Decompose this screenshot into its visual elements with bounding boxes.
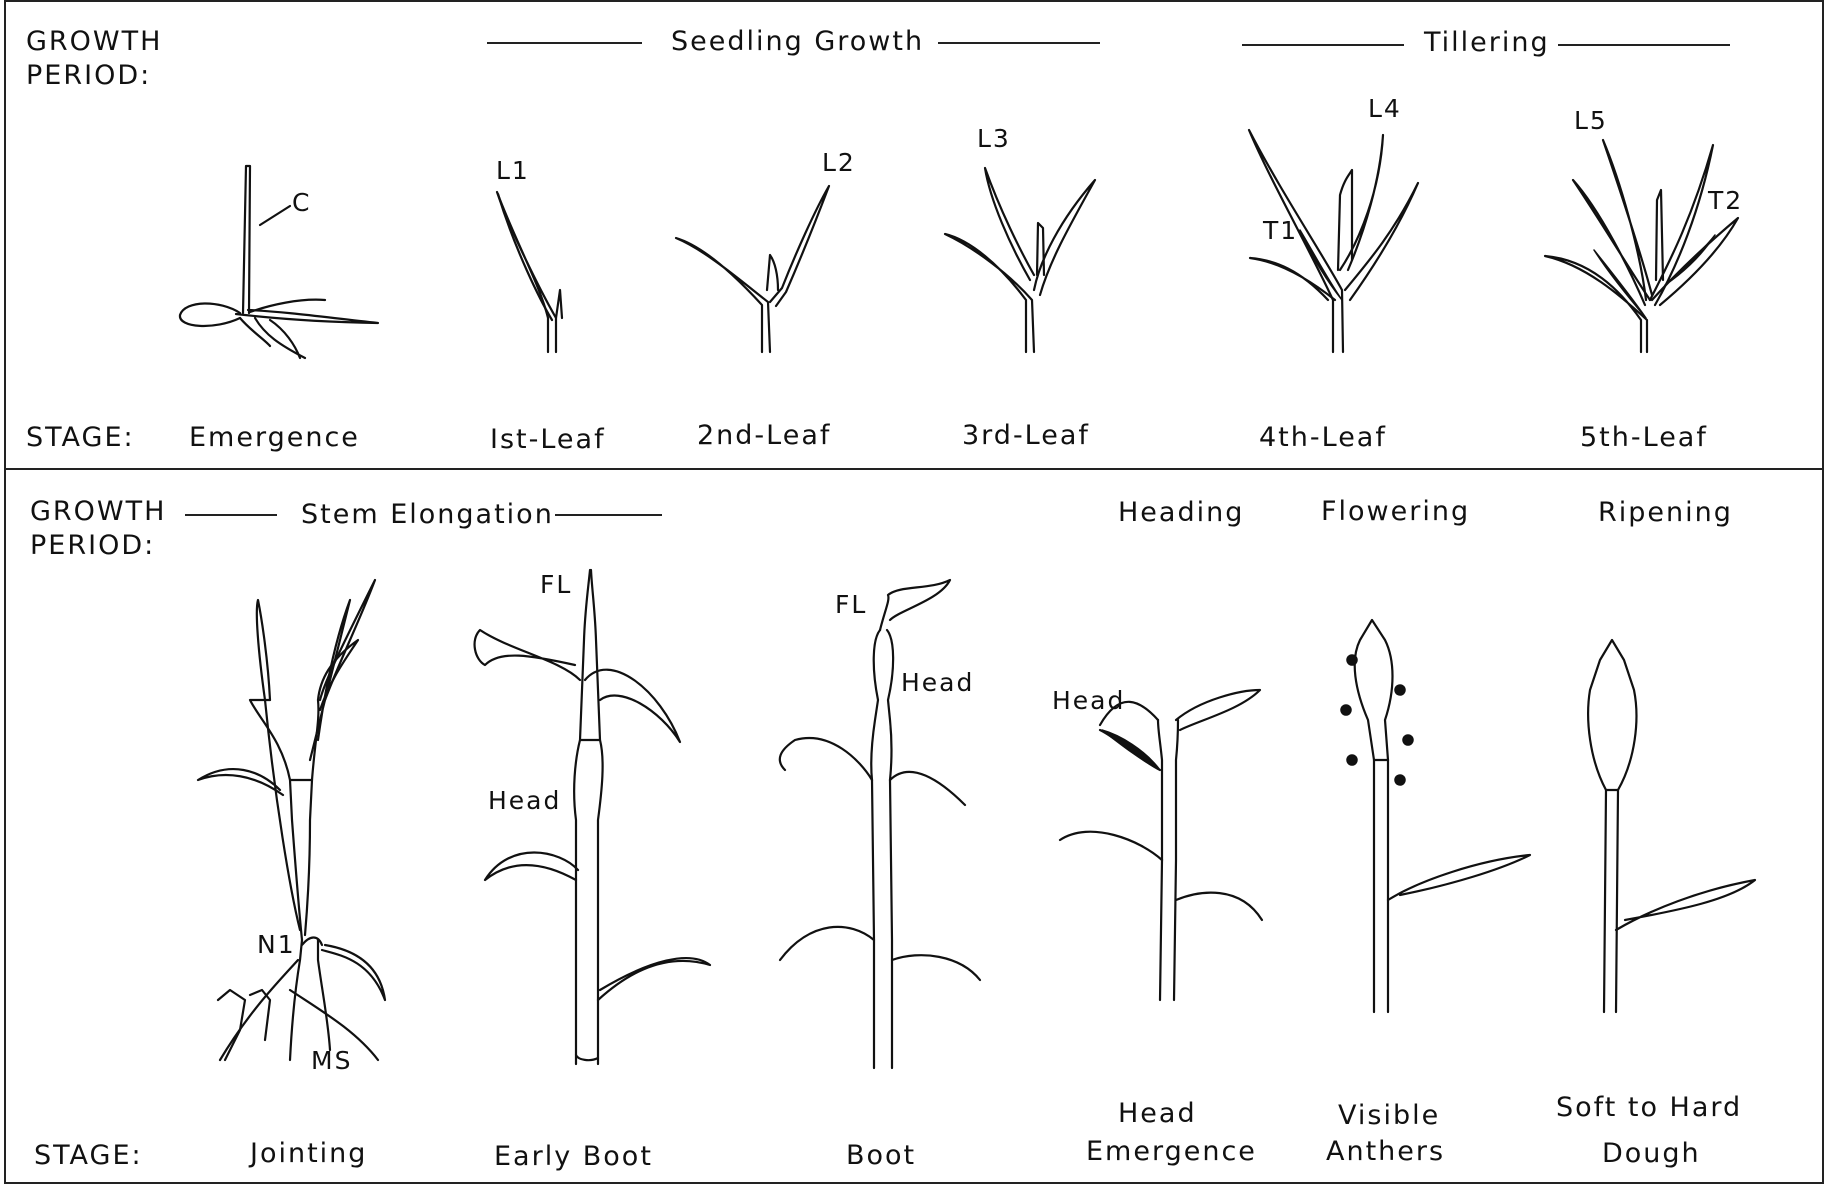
stage-4th-leaf: 4th-Leaf (1259, 424, 1387, 451)
period-stem-elongation: Stem Elongation (301, 501, 554, 528)
label-l4: L4 (1368, 96, 1402, 121)
stage-visible-anthers-line2: Anthers (1326, 1138, 1445, 1165)
bottom-growth-period-label-line1: GROWTH (30, 498, 166, 525)
stage-soft-to-hard-dough-line1: Soft to Hard (1556, 1094, 1742, 1121)
stage-1st-leaf: Ist-Leaf (490, 426, 606, 453)
panel-divider (4, 468, 1824, 470)
label-n1: N1 (257, 932, 296, 957)
label-flag-leaf-boot: FL (835, 592, 867, 617)
label-head-early-boot: Head (488, 788, 561, 813)
stage-jointing: Jointing (250, 1140, 367, 1167)
period-heading: Heading (1118, 499, 1244, 526)
stage-emergence: Emergence (189, 424, 360, 451)
stage-5th-leaf: 5th-Leaf (1580, 424, 1708, 451)
period-tillering: Tillering (1424, 29, 1550, 56)
seedling-growth-rule-left (487, 42, 642, 44)
top-growth-period-label-line1: GROWTH (26, 28, 162, 55)
label-ms: MS (311, 1048, 352, 1073)
period-ripening: Ripening (1598, 499, 1733, 526)
label-l5: L5 (1574, 108, 1608, 133)
period-flowering: Flowering (1321, 498, 1470, 525)
stage-head-emergence-line2: Emergence (1086, 1138, 1257, 1165)
top-stage-label: STAGE: (26, 424, 135, 451)
label-flag-leaf-early-boot: FL (540, 572, 572, 597)
label-head-emergence-plant: Head (1052, 688, 1125, 713)
stage-2nd-leaf: 2nd-Leaf (697, 422, 831, 449)
stage-visible-anthers-line1: Visible (1338, 1102, 1440, 1129)
stem-elongation-rule-right (555, 514, 662, 516)
bottom-growth-period-label-line2: PERIOD: (30, 532, 155, 559)
label-t1: T1 (1263, 218, 1298, 243)
label-t2: T2 (1708, 188, 1743, 213)
stage-boot: Boot (846, 1142, 916, 1169)
diagram-frame (4, 0, 1824, 1184)
tillering-rule-right (1558, 44, 1730, 46)
stem-elongation-rule-left (185, 514, 277, 516)
stage-head-emergence-line1: Head (1118, 1100, 1197, 1127)
tillering-rule-left (1242, 44, 1404, 46)
seedling-growth-rule-right (938, 42, 1100, 44)
stage-3rd-leaf: 3rd-Leaf (962, 422, 1090, 449)
stage-soft-to-hard-dough-line2: Dough (1602, 1140, 1701, 1167)
label-coleoptile: C (292, 190, 311, 215)
period-seedling-growth: Seedling Growth (671, 28, 924, 55)
label-l3: L3 (977, 126, 1011, 151)
bottom-stage-label: STAGE: (34, 1142, 143, 1169)
label-l1: L1 (496, 158, 530, 183)
stage-early-boot: Early Boot (494, 1143, 653, 1170)
label-l2: L2 (822, 150, 856, 175)
label-head-boot: Head (901, 670, 974, 695)
top-growth-period-label-line2: PERIOD: (26, 62, 151, 89)
